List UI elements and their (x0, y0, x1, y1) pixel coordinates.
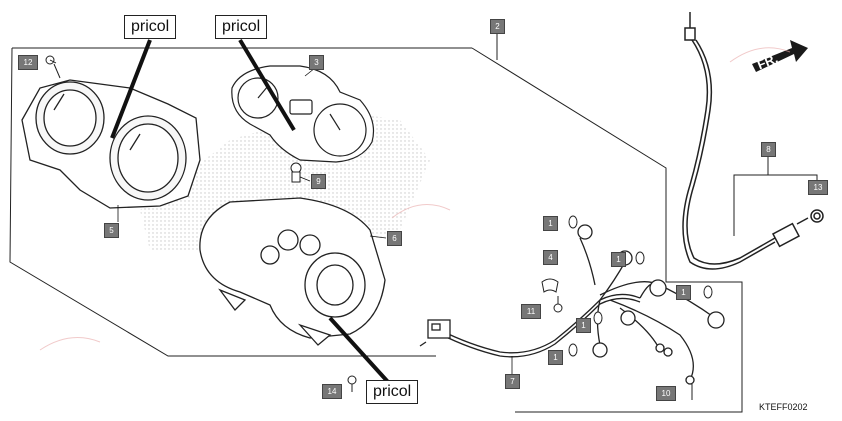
pricol-callout-1: pricol (124, 15, 177, 39)
part-tag-2: 2 (490, 19, 505, 34)
part-tag-4: 4 (543, 250, 558, 265)
clip-and-screw (541, 278, 693, 400)
part-tag-1d: 1 (576, 318, 591, 333)
leader-lines (49, 38, 513, 384)
part-tag-8: 8 (761, 142, 776, 157)
part-tag-13: 13 (808, 180, 828, 195)
part-tag-1b: 1 (611, 252, 626, 267)
assembly-outline (9, 34, 743, 413)
part-tag-9: 9 (311, 174, 326, 189)
part-tag-14: 14 (322, 384, 342, 399)
bulbs (568, 215, 713, 357)
part-tag-12: 12 (18, 55, 38, 70)
part-tag-1a: 1 (543, 216, 558, 231)
part-tag-11: 11 (521, 304, 541, 319)
lower-case (199, 197, 386, 346)
diagram-code: KTEFF0202 (759, 402, 808, 412)
part-tag-1e: 1 (548, 350, 563, 365)
pricol-callout-2: pricol (215, 15, 268, 39)
front-direction-arrow (752, 40, 808, 72)
part-tag-1c: 1 (676, 285, 691, 300)
pricol-callout-3: pricol (366, 380, 419, 404)
part-tag-7: 7 (505, 374, 520, 389)
part-tag-6: 6 (387, 231, 402, 246)
part-tag-5: 5 (104, 223, 119, 238)
meter-housing (21, 79, 201, 209)
part-tag-3: 3 (309, 55, 324, 70)
speedometer-cable (682, 12, 824, 270)
watermarks (39, 47, 791, 351)
part-tag-10: 10 (656, 386, 676, 401)
screws (45, 55, 357, 392)
wiring-harness (419, 224, 725, 385)
part-8-bracket (733, 156, 818, 236)
